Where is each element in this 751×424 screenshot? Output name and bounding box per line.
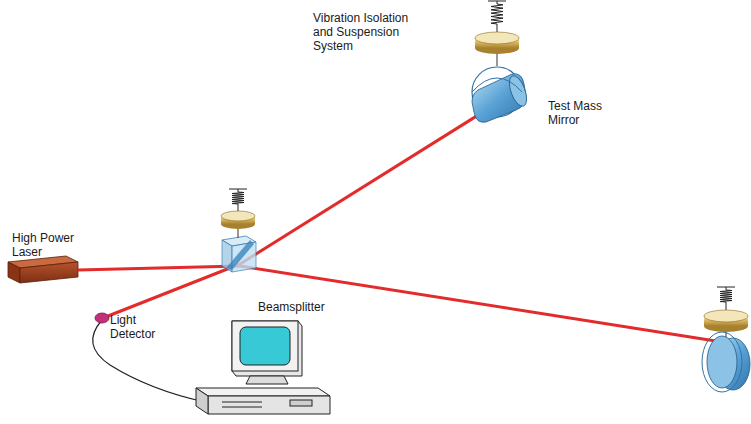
end-mirror	[702, 310, 750, 392]
part-label: Test Mass Mirror	[548, 99, 610, 127]
part-label: High Power Laser	[12, 231, 82, 259]
suspension-spring	[717, 287, 735, 310]
beamsplitter	[221, 211, 256, 272]
light-detector	[93, 313, 205, 402]
part-label: Vibration Isolation and Suspension Syste…	[313, 11, 425, 53]
laser	[8, 256, 78, 283]
spring-group	[229, 1, 735, 310]
part-label: Light Detector	[110, 313, 164, 341]
suspension-spring	[229, 189, 247, 212]
computer	[196, 321, 330, 414]
test-mass-mirror	[472, 32, 530, 122]
part-label: Beamsplitter	[258, 300, 348, 314]
suspension-spring	[488, 1, 506, 32]
laser-beam	[78, 92, 722, 342]
